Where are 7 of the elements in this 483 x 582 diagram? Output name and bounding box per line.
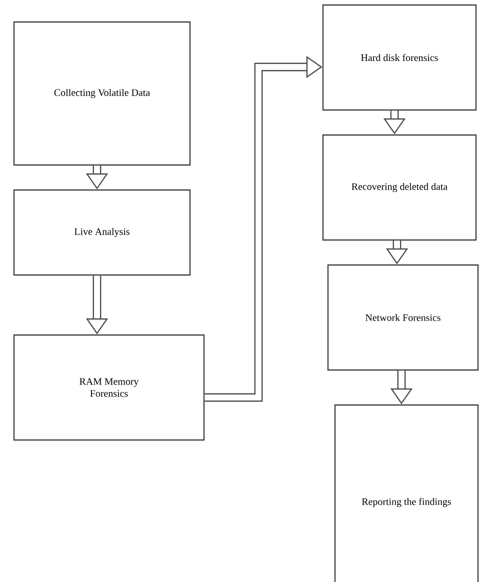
process-box: Hard disk forensics xyxy=(322,4,477,111)
process-box: Recovering deleted data xyxy=(322,134,477,241)
process-box: Live Analysis xyxy=(13,189,191,276)
process-box: Network Forensics xyxy=(327,264,479,371)
process-box: Reporting the findings xyxy=(334,404,479,582)
process-box: Collecting Volatile Data xyxy=(13,21,191,166)
process-box: RAM Memory Forensics xyxy=(13,334,205,441)
